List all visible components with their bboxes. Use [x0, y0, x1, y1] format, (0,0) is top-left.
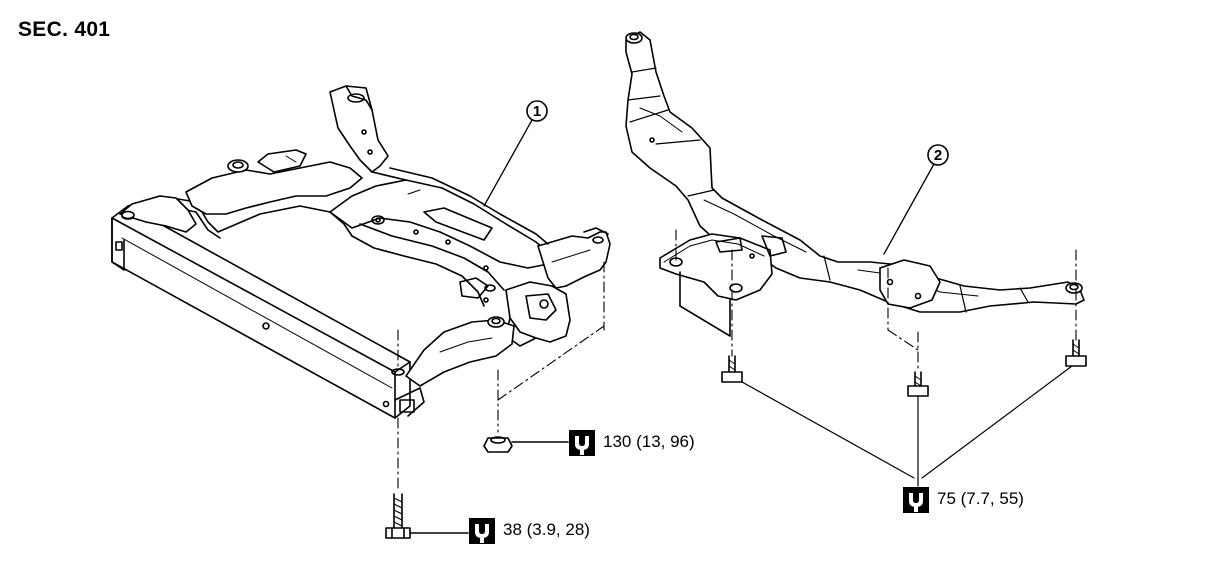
bolt-38	[385, 493, 469, 539]
callout-2-number: 2	[934, 147, 942, 164]
alignment-lines-1	[397, 261, 605, 491]
bolt-75-left	[721, 355, 743, 383]
torque-spec-130: 130 (13, 96)	[603, 432, 695, 451]
front-suspension-member	[111, 85, 611, 419]
nut-130	[483, 436, 569, 453]
section-title: SEC. 401	[18, 18, 111, 41]
torque-wrench-icon	[469, 518, 495, 544]
bolt-75-right	[1065, 339, 1087, 367]
callout-2	[883, 144, 949, 255]
torque-wrench-icon	[903, 487, 929, 513]
torque-wrench-icon	[569, 430, 595, 456]
bolt-75-middle	[907, 371, 929, 397]
torque-spec-38: 38 (3.9, 28)	[503, 520, 590, 539]
torque-leaders-75	[741, 365, 1073, 487]
torque-spec-75: 75 (7.7, 55)	[937, 489, 1024, 508]
alignment-lines-2	[675, 229, 1077, 373]
callout-1-number: 1	[533, 103, 541, 120]
rear-suspension-member	[625, 31, 1085, 337]
callout-1	[483, 100, 548, 207]
